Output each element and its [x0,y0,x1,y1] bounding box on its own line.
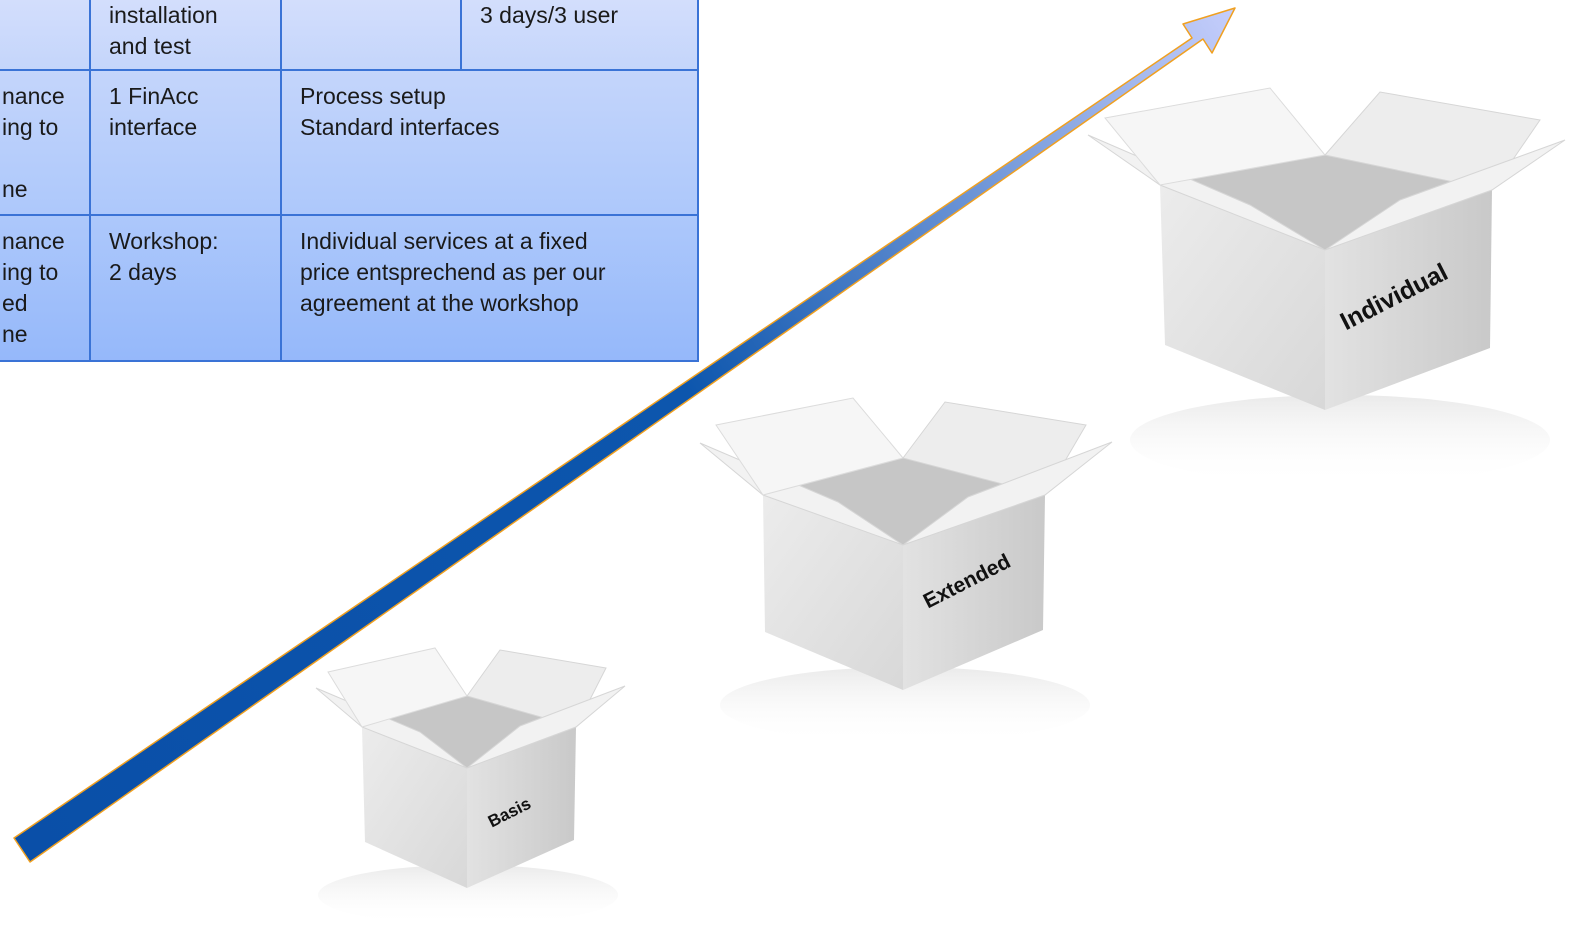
table-cell: Individual services at a fixed price ent… [300,228,606,316]
table-cell: Process setup Standard interfaces [300,83,500,140]
table-divider [0,69,698,71]
box-extended [699,397,1113,743]
table-row [0,215,698,362]
table-divider [460,0,462,70]
table-divider [697,0,699,362]
table-divider [89,0,91,362]
box-basis [315,647,626,925]
table-cell: Workshop: 2 days [109,228,219,285]
table-cell: installation and test [109,2,218,59]
table-row [0,0,698,70]
table-cell: nance ing to ed ne [2,228,65,347]
table-divider [280,0,282,362]
table-cell: nance ing to ne [2,83,65,202]
growth-arrow [13,7,1236,863]
table-cell: 3 days/3 user [480,2,619,28]
table-row [0,70,698,215]
table-divider [0,360,698,362]
table-cell: 1 FinAcc interface [109,83,199,140]
box-individual [1087,87,1566,485]
table-divider [0,214,698,216]
